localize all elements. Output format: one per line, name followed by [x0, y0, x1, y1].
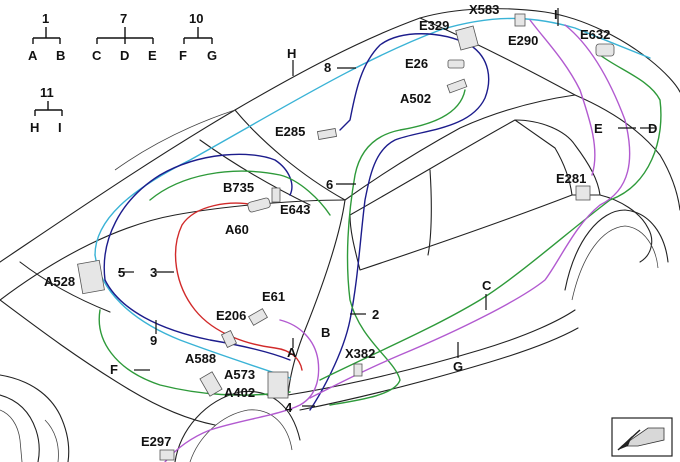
leader-lines [118, 8, 656, 407]
legend-tree-1: 1 A B [28, 11, 65, 63]
legend-tree-7: 7 C D E [92, 11, 157, 63]
label-e329: E329 [419, 18, 449, 33]
car-outline [0, 8, 680, 462]
legend-1-child-b: B [56, 48, 65, 63]
legend-7-child-d: D [120, 48, 129, 63]
wire-harness-purple [164, 19, 631, 462]
callout-labels: H I 8 E D 6 5 3 9 F B 2 C G A 4 [110, 7, 657, 415]
callout-i: I [554, 7, 558, 22]
callout-c: C [482, 278, 492, 293]
legend-11-child-i: I [58, 120, 62, 135]
legend-1-root: 1 [42, 11, 49, 26]
legend-10-child-g: G [207, 48, 217, 63]
callout-3: 3 [150, 265, 157, 280]
callout-2: 2 [372, 307, 379, 322]
callout-g: G [453, 359, 463, 374]
label-a402: A402 [224, 385, 255, 400]
callout-6: 6 [326, 177, 333, 192]
label-b735: B735 [223, 180, 254, 195]
legend-7-root: 7 [120, 11, 127, 26]
label-e281: E281 [556, 171, 586, 186]
callout-5: 5 [118, 265, 125, 280]
legend-10-root: 10 [189, 11, 203, 26]
callout-b: B [321, 325, 330, 340]
legend-tree-10: 10 F G [179, 11, 217, 63]
callout-8: 8 [324, 60, 331, 75]
wire-harness-red [174, 202, 303, 371]
callout-4: 4 [285, 400, 293, 415]
label-e643: E643 [280, 202, 310, 217]
wire-harness-h [94, 17, 651, 379]
legend-7-child-c: C [92, 48, 102, 63]
label-a573: A573 [224, 367, 255, 382]
label-e297: E297 [141, 434, 171, 449]
label-a60: A60 [225, 222, 249, 237]
label-x583: X583 [469, 2, 499, 17]
label-a588: A588 [185, 351, 216, 366]
callout-h: H [287, 46, 296, 61]
callout-9: 9 [150, 333, 157, 348]
label-x382: X382 [345, 346, 375, 361]
label-e632: E632 [580, 27, 610, 42]
label-e290: E290 [508, 33, 538, 48]
callout-e: E [594, 121, 603, 136]
component-labels: X583 E329 E290 E632 E26 A502 E285 B735 E… [44, 2, 610, 449]
view-direction-icon [611, 417, 673, 457]
callout-f: F [110, 362, 118, 377]
label-a502: A502 [400, 91, 431, 106]
wire-harness-green [98, 54, 662, 406]
callout-a: A [287, 345, 297, 360]
callout-d: D [648, 121, 657, 136]
legend-1-child-a: A [28, 48, 38, 63]
label-e26: E26 [405, 56, 428, 71]
label-e206: E206 [216, 308, 246, 323]
legend-11-root: 11 [40, 85, 54, 100]
legend-7-child-e: E [148, 48, 157, 63]
legend-tree-11: 11 H I [30, 85, 63, 135]
legend-10-child-f: F [179, 48, 187, 63]
legend-11-child-h: H [30, 120, 39, 135]
label-e61: E61 [262, 289, 285, 304]
label-e285: E285 [275, 124, 305, 139]
part-icons [77, 13, 615, 461]
label-a528: A528 [44, 274, 75, 289]
